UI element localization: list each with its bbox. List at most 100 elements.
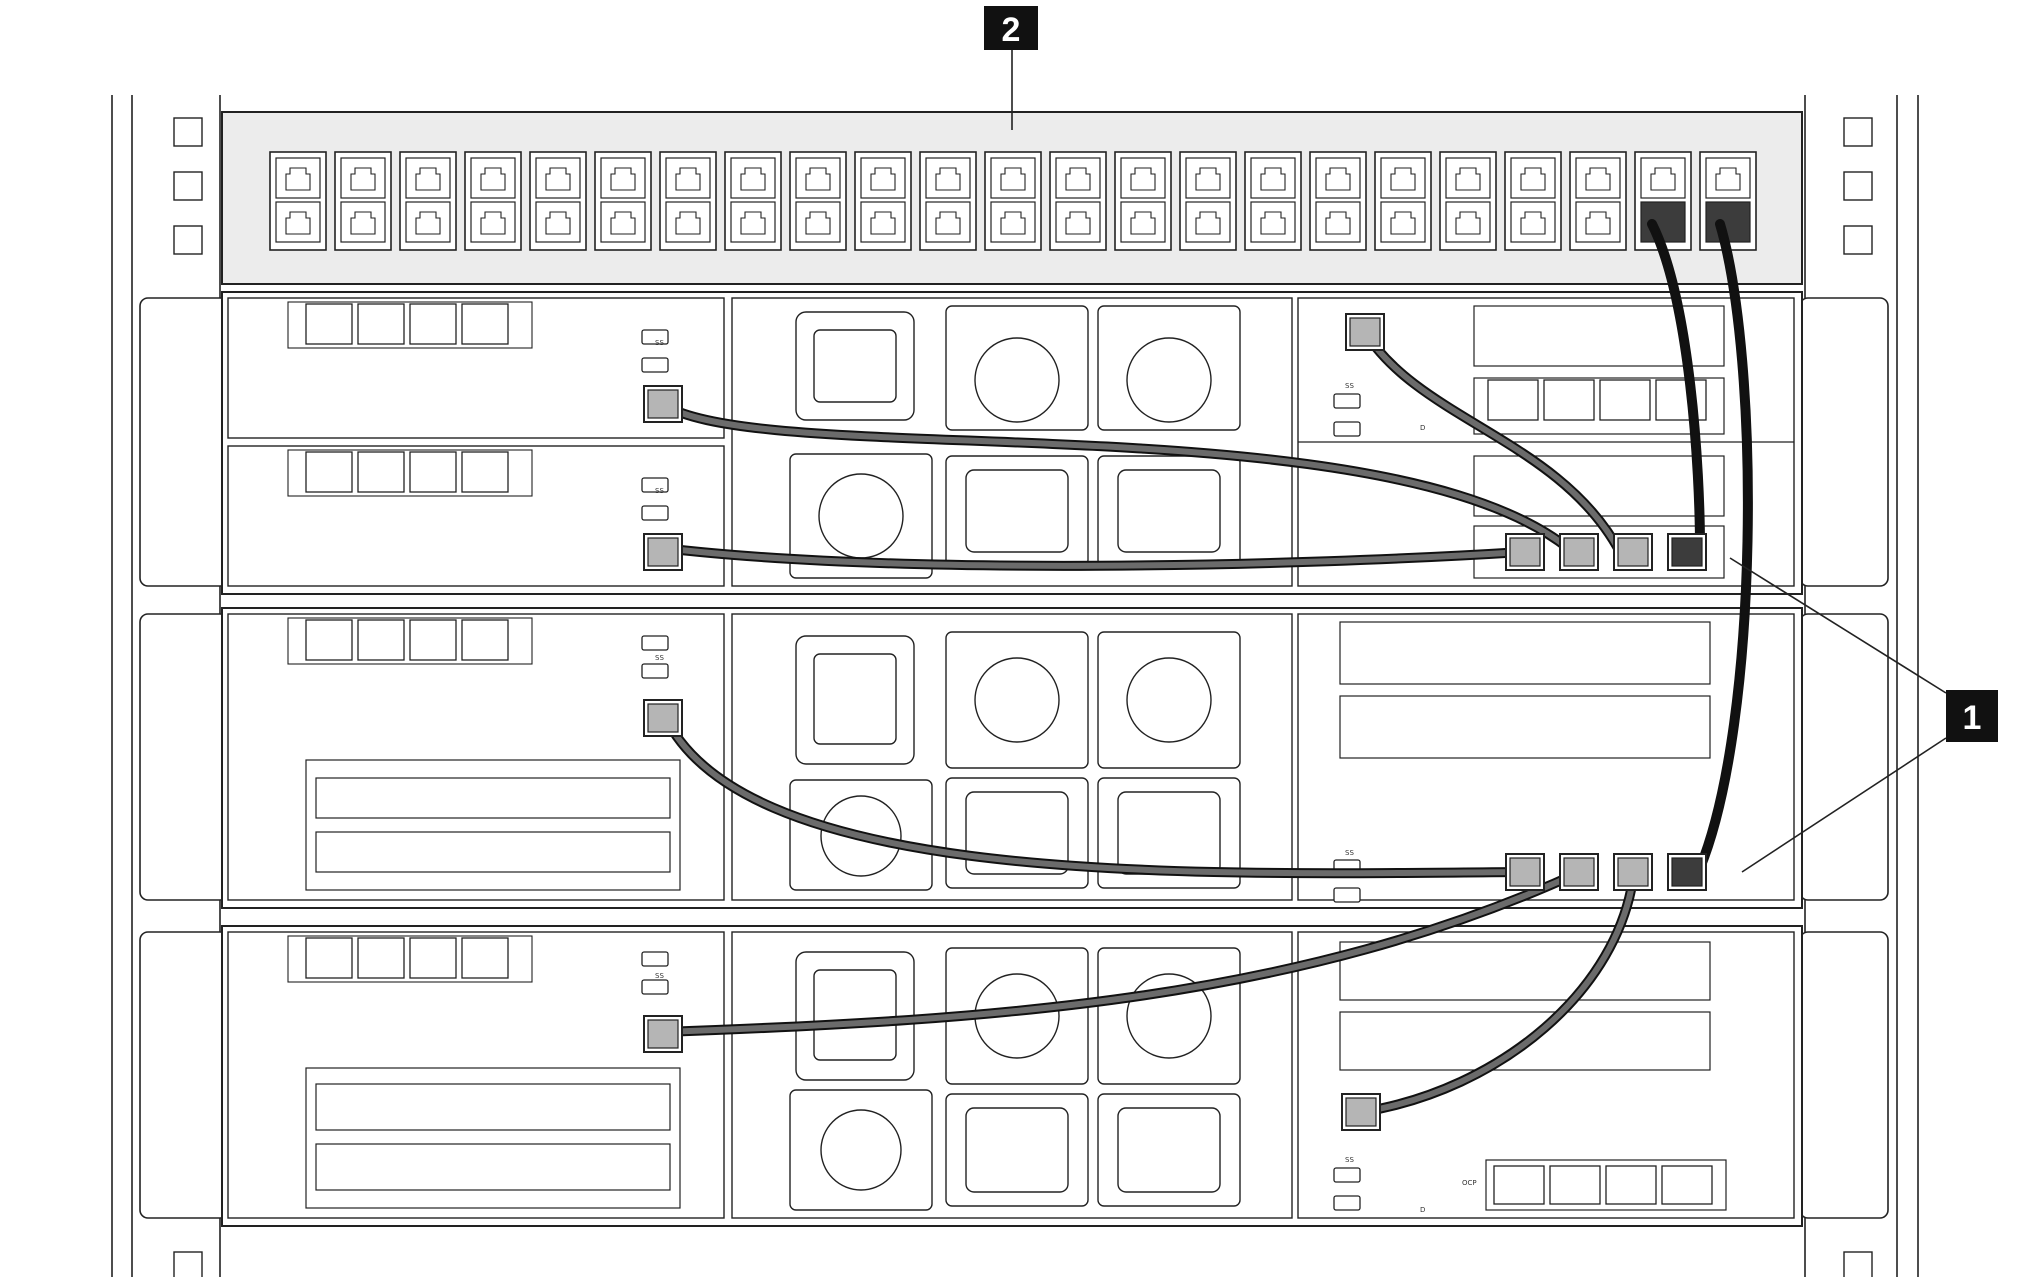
rj45-jack — [1390, 211, 1416, 235]
callout-1-badge — [1946, 690, 1998, 742]
bmc-port — [1349, 317, 1381, 347]
rack-hole — [173, 117, 203, 147]
rj45-jack — [1000, 211, 1026, 235]
switch-port — [1120, 157, 1166, 199]
rj45-jack — [285, 211, 311, 235]
rj45-jack — [1390, 167, 1416, 191]
switch-port — [1510, 201, 1556, 243]
servers — [139, 291, 1889, 1227]
usb-port-icon — [641, 357, 669, 373]
usb-port-icon — [641, 505, 669, 521]
switch-ethernet-port — [1563, 857, 1595, 887]
switch-port — [990, 201, 1036, 243]
drive-bay — [357, 303, 405, 345]
power-inlet-icon — [795, 951, 1241, 1207]
switch-port — [1055, 201, 1101, 243]
server-ports — [643, 313, 1707, 1131]
switch-port — [405, 201, 451, 243]
drive-bay — [305, 451, 353, 493]
rj45-jack — [1455, 167, 1481, 191]
switch-port — [340, 201, 386, 243]
usb-label: SS — [655, 654, 664, 662]
usb-port-icon — [1333, 887, 1361, 903]
switch-port — [925, 157, 971, 199]
drive-bay — [409, 937, 457, 979]
drive-bay — [1599, 379, 1651, 421]
rj45-jack — [1260, 211, 1286, 235]
ocp-label: OCP — [1462, 1179, 1477, 1187]
power-inlet-icon — [795, 635, 1241, 889]
rj45-port-icon — [1699, 151, 1757, 251]
rj45-jack — [870, 167, 896, 191]
switch-ports — [269, 151, 1757, 251]
rj45-jack — [740, 167, 766, 191]
rj45-port-icon — [789, 151, 847, 251]
rj45-port-icon — [1504, 151, 1562, 251]
switch-port — [535, 157, 581, 199]
usb-label: SS — [1345, 849, 1354, 857]
usb-label: SS — [655, 487, 664, 495]
server-2-ear-left — [139, 613, 229, 901]
rj45-jack — [1325, 167, 1351, 191]
management-cable — [660, 545, 1525, 569]
switch-port — [1120, 201, 1166, 243]
drive-bay — [409, 303, 457, 345]
drive-bay — [409, 451, 457, 493]
management-cable — [1359, 869, 1637, 1115]
port-labels: SS SS SS SS SS SS SS OCP D D — [655, 339, 1477, 1214]
rj45-port-icon — [919, 151, 977, 251]
switch-port — [860, 201, 906, 243]
rj45-jack — [935, 167, 961, 191]
switch-port — [1315, 201, 1361, 243]
switch-port — [1380, 201, 1426, 243]
rj45-jack — [350, 211, 376, 235]
usb-port-icon — [641, 979, 669, 995]
switch-port — [1640, 157, 1686, 199]
rj45-jack — [415, 167, 441, 191]
rj45-jack — [1130, 167, 1156, 191]
callout-1-leader-a — [1729, 557, 1947, 694]
drive-cage — [287, 617, 533, 665]
cables — [658, 219, 1753, 1117]
fan-icon — [789, 305, 1241, 579]
drive-bay — [461, 303, 509, 345]
rj45-jack — [740, 211, 766, 235]
switch-port — [1250, 157, 1296, 199]
psu-bay-3 — [731, 931, 1293, 1219]
usb-port-icon — [1333, 421, 1361, 437]
callout-1-number: 1 — [1963, 699, 1982, 737]
rj45-jack — [1065, 167, 1091, 191]
switch-port — [665, 201, 711, 243]
switch-port — [600, 157, 646, 199]
switch-port — [470, 201, 516, 243]
rj45-port-icon — [1634, 151, 1692, 251]
rack-hole — [1843, 171, 1873, 201]
drive-bay — [461, 619, 509, 661]
switch-port — [470, 157, 516, 199]
rj45-jack — [545, 167, 571, 191]
rj45-jack — [1325, 211, 1351, 235]
rj45-port-icon — [1114, 151, 1172, 251]
rj45-jack — [805, 167, 831, 191]
management-cable — [660, 709, 1531, 877]
rj45-port-icon — [1374, 151, 1432, 251]
fan-icon — [789, 947, 1241, 1211]
switch-ethernet-port — [1671, 857, 1703, 887]
rj45-jack — [1130, 211, 1156, 235]
rj45-jack — [610, 167, 636, 191]
switch-port — [1055, 157, 1101, 199]
node-4-panel — [227, 931, 725, 1219]
rj45-port-icon — [269, 151, 327, 251]
switch-port — [405, 157, 451, 199]
rj45-jack — [545, 211, 571, 235]
server-1-ear-left — [139, 297, 229, 587]
rj45-jack — [1195, 167, 1221, 191]
fan-icon — [789, 631, 1241, 891]
drive-bay — [1655, 379, 1707, 421]
rj45-jack — [675, 167, 701, 191]
drive-bays — [287, 301, 1713, 1205]
switch-ethernet-port — [1617, 857, 1649, 887]
display-label: D — [1420, 1206, 1425, 1214]
rj45-jack — [415, 211, 441, 235]
rj45-jack — [1585, 167, 1611, 191]
